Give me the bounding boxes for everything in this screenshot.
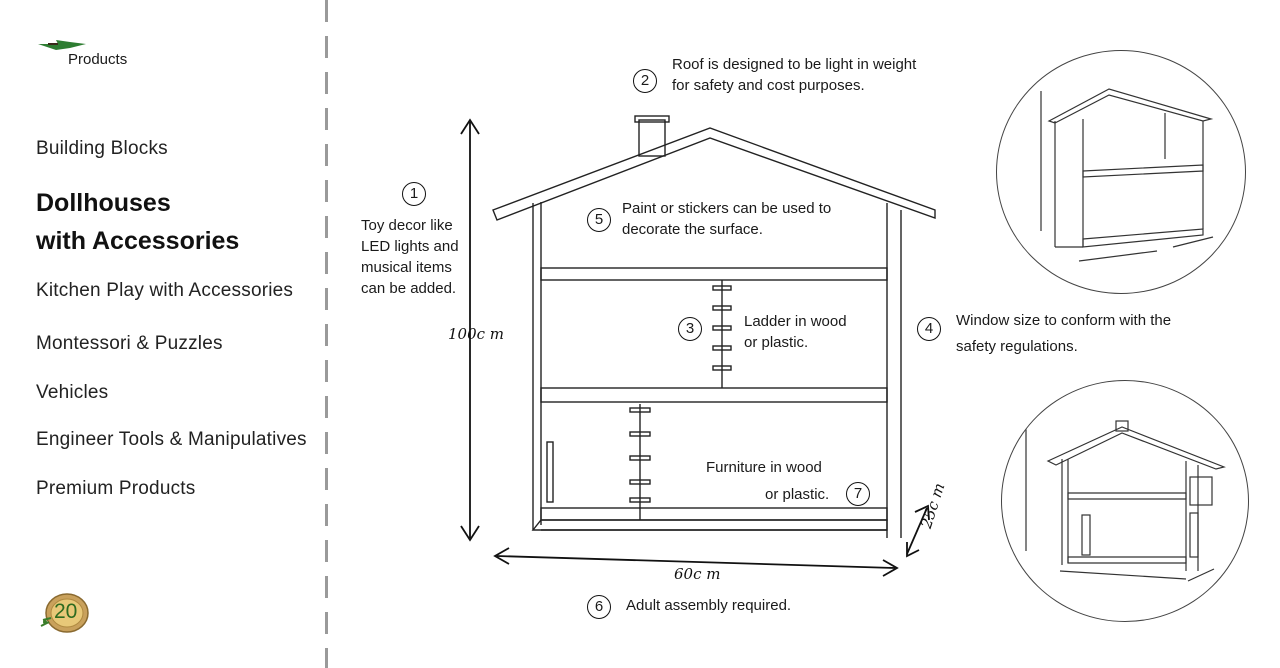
nav-active-line-1: Dollhouses [36,189,171,217]
nav-active-line-2: with Accessories [36,227,240,255]
callout-number-4: 4 [917,317,941,341]
section-label: Products [68,51,128,68]
nav-item-vehicles[interactable]: Vehicles [36,382,109,403]
dollhouse-drawing [460,115,936,577]
note-ladder: Ladder in wood or plastic. [744,313,847,351]
callout-number-2: 2 [633,69,657,93]
wood-slice-badge-icon [37,592,93,641]
note-roof: Roof is designed to be light in weight f… [672,56,917,94]
nav-item-engineer-tools[interactable]: Engineer Tools & Manipulatives [36,429,307,450]
note-furniture-line-2: or plastic. [765,486,830,503]
note-decor: Toy decor like LED lights and musical it… [361,217,459,297]
callout-number-6: 6 [587,595,611,619]
callout-number-1: 1 [402,182,426,206]
height-dimension: 100c m [448,325,505,343]
nav-item-kitchen-play[interactable]: Kitchen Play with Accessories [36,280,294,301]
brand-logo-icon [36,36,96,65]
width-dimension: 60c m [674,565,721,583]
callout-number-5: 5 [587,208,611,232]
note-furniture-line-1: Furniture in wood [706,459,822,476]
badge-number: 20 [54,600,78,623]
callout-number-3: 3 [678,317,702,341]
dollhouse-view-side-icon [1001,380,1249,622]
callout-number-7: 7 [846,482,870,506]
dollhouse-view-open-icon [996,50,1246,294]
dashed-divider [325,0,328,668]
nav-item-dollhouses-active[interactable]: Dollhouses with Accessories [36,184,239,260]
note-assembly: Adult assembly required. [626,597,792,614]
nav-item-building-blocks[interactable]: Building Blocks [36,138,168,159]
nav-item-premium-products[interactable]: Premium Products [36,478,196,499]
note-window: Window size to conform with the safety r… [956,312,1172,355]
note-paint: Paint or stickers can be used to decorat… [622,200,832,238]
nav-item-montessori[interactable]: Montessori & Puzzles [36,333,223,354]
